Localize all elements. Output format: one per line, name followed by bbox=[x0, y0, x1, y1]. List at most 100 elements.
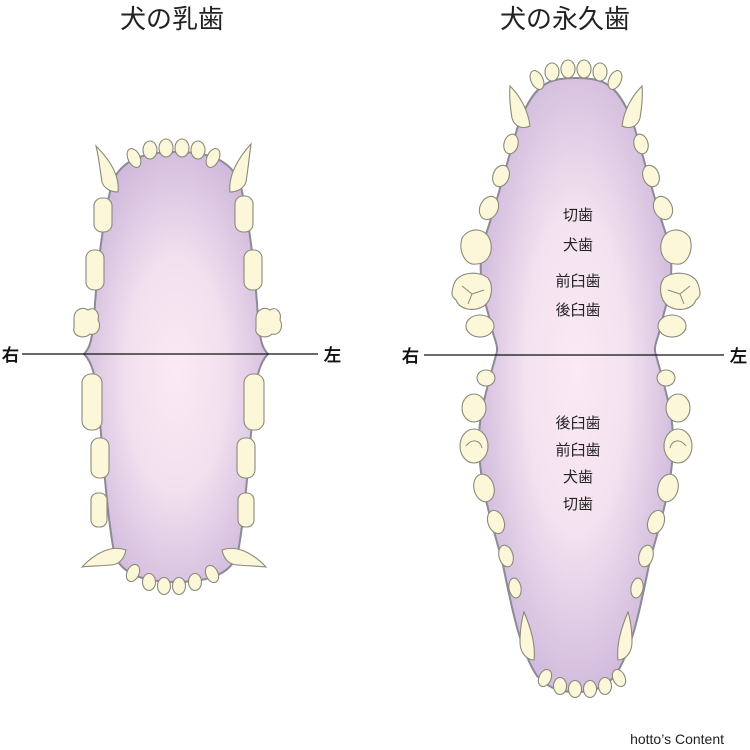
upper-right-canine bbox=[509, 84, 531, 129]
tooth bbox=[592, 62, 608, 82]
permanent-upper-right-cheek-teeth bbox=[451, 133, 519, 338]
upper-right-canine bbox=[94, 144, 119, 193]
permanent-left-label: 左 bbox=[730, 346, 747, 367]
permanent-lower-right-cheek-teeth bbox=[459, 369, 522, 599]
tooth bbox=[611, 668, 627, 688]
label-upper-premolars: 前臼歯 bbox=[555, 272, 600, 290]
tooth bbox=[597, 676, 613, 696]
deciduous-right-label: 右 bbox=[2, 345, 19, 366]
tooth bbox=[190, 140, 206, 160]
tooth-ridge bbox=[461, 285, 485, 305]
permanent-mouth-outline bbox=[477, 76, 675, 694]
label-lower-incisors: 切歯 bbox=[563, 495, 593, 513]
tooth bbox=[567, 679, 583, 699]
tooth bbox=[93, 197, 113, 233]
lower-left-canine bbox=[221, 547, 268, 568]
tooth bbox=[508, 577, 522, 599]
tooth bbox=[529, 70, 545, 90]
tooth bbox=[243, 373, 265, 431]
tooth bbox=[473, 473, 495, 503]
tooth bbox=[652, 195, 674, 221]
deciduous-lower-right-cheek-teeth bbox=[81, 373, 110, 528]
tooth bbox=[552, 676, 568, 696]
deciduous-upper-left-cheek-teeth bbox=[234, 195, 283, 338]
tooth-ridge bbox=[465, 440, 483, 449]
lower-left-canine bbox=[617, 610, 633, 661]
label-upper-incisors: 切歯 bbox=[563, 206, 593, 224]
label-lower-molars: 後臼歯 bbox=[555, 414, 600, 432]
tooth bbox=[156, 576, 172, 596]
upper-right-carnassial bbox=[451, 272, 493, 310]
tooth bbox=[486, 509, 506, 535]
tooth bbox=[660, 229, 692, 265]
upper-left-carnassial bbox=[659, 272, 701, 310]
tooth bbox=[204, 564, 220, 584]
tooth bbox=[90, 492, 108, 528]
upper-jaw-labels: 切歯 犬歯 前臼歯 後臼歯 bbox=[555, 206, 600, 319]
label-upper-molars: 後臼歯 bbox=[555, 301, 600, 319]
upper-left-canine bbox=[621, 84, 643, 129]
label-lower-premolars: 前臼歯 bbox=[555, 441, 600, 459]
deciduous-diagram: 犬の乳歯 右 左 bbox=[2, 5, 341, 596]
permanent-title: 犬の永久歯 bbox=[500, 5, 630, 35]
tooth bbox=[560, 59, 576, 79]
tooth bbox=[125, 563, 141, 583]
deciduous-left-label: 左 bbox=[324, 345, 341, 366]
tooth bbox=[633, 133, 649, 155]
permanent-upper-incisors bbox=[529, 59, 623, 90]
tooth bbox=[171, 576, 187, 596]
tooth bbox=[205, 148, 221, 168]
tooth bbox=[476, 369, 496, 387]
tooth bbox=[142, 140, 158, 160]
lower-right-canine bbox=[519, 610, 535, 661]
tooth bbox=[174, 138, 190, 158]
deciduous-title: 犬の乳歯 bbox=[120, 5, 224, 35]
tooth bbox=[85, 249, 105, 291]
tooth bbox=[461, 393, 487, 423]
tooth bbox=[90, 437, 110, 479]
tooth bbox=[576, 59, 592, 79]
tooth bbox=[630, 577, 644, 599]
tooth bbox=[460, 229, 492, 265]
tooth bbox=[537, 668, 553, 688]
tooth bbox=[638, 544, 654, 568]
tooth bbox=[158, 138, 174, 158]
deciduous-upper-right-cheek-teeth bbox=[73, 197, 113, 338]
lower-right-canine bbox=[80, 547, 127, 568]
tooth bbox=[187, 572, 203, 592]
tooth bbox=[646, 509, 666, 535]
deciduous-upper-incisors bbox=[126, 138, 221, 168]
tooth bbox=[141, 572, 157, 592]
permanent-diagram: 犬の永久歯 右 左 bbox=[402, 5, 747, 699]
tooth bbox=[465, 314, 495, 338]
label-lower-canines: 犬歯 bbox=[563, 468, 593, 486]
lower-left-carnassial bbox=[663, 428, 693, 464]
tooth-ridge bbox=[669, 440, 687, 449]
deciduous-lower-incisors bbox=[125, 563, 220, 596]
label-upper-canines: 犬歯 bbox=[563, 236, 593, 254]
deciduous-lower-left-cheek-teeth bbox=[236, 373, 265, 528]
tooth bbox=[544, 62, 560, 82]
tooth bbox=[498, 544, 514, 568]
tooth bbox=[73, 307, 101, 338]
permanent-upper-left-cheek-teeth bbox=[633, 133, 701, 338]
tooth bbox=[478, 195, 500, 221]
tooth bbox=[656, 369, 676, 387]
permanent-lower-incisors bbox=[537, 668, 627, 699]
tooth bbox=[243, 249, 263, 291]
tooth bbox=[657, 473, 679, 503]
tooth bbox=[657, 314, 687, 338]
tooth bbox=[237, 492, 255, 528]
tooth bbox=[642, 164, 660, 188]
tooth bbox=[126, 148, 142, 168]
tooth bbox=[492, 164, 510, 188]
lower-jaw-labels: 後臼歯 前臼歯 犬歯 切歯 bbox=[555, 414, 600, 513]
upper-left-canine bbox=[229, 142, 252, 193]
tooth bbox=[236, 437, 256, 479]
tooth bbox=[582, 679, 598, 699]
tooth bbox=[234, 195, 254, 233]
lower-right-carnassial bbox=[459, 428, 489, 464]
credit-text: hotto’s Content bbox=[630, 731, 724, 747]
permanent-lower-left-cheek-teeth bbox=[630, 369, 693, 599]
